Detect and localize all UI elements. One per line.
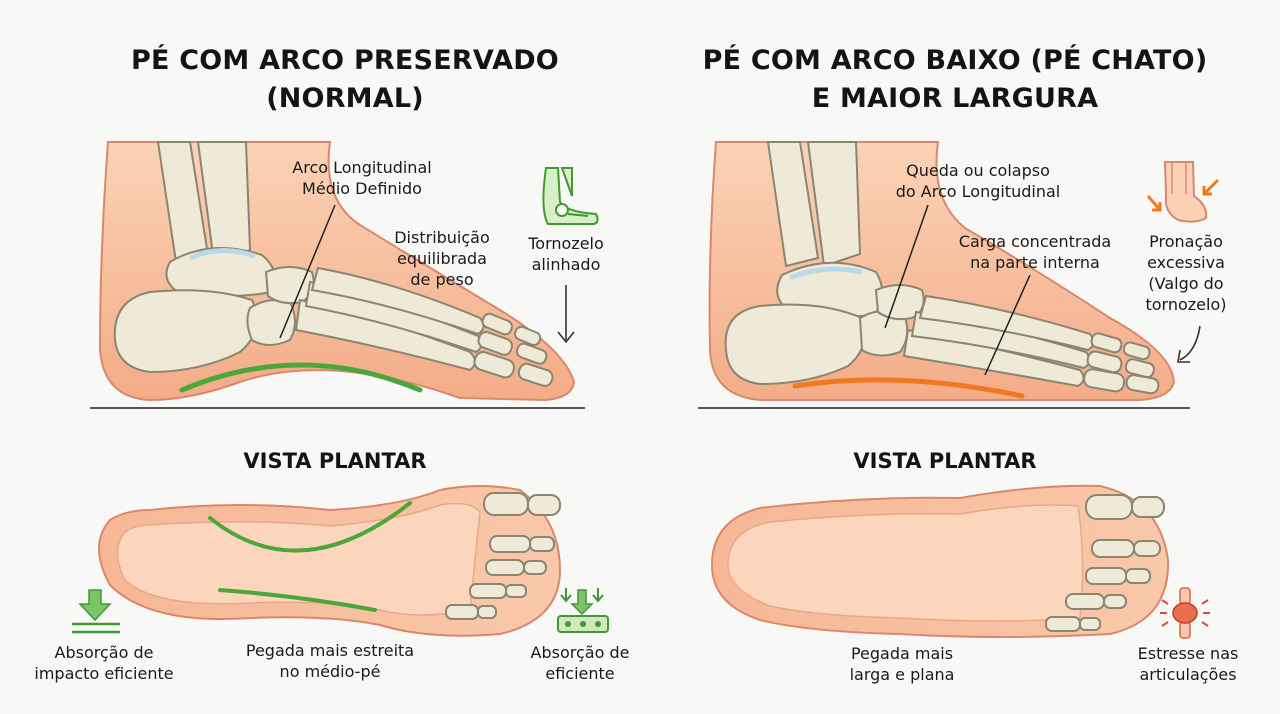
normal-toe-bones: [445, 492, 561, 620]
flat-cartilage: [788, 266, 863, 281]
absorb-line-2: eficiente: [545, 664, 615, 683]
collapse-leader-line: [884, 204, 929, 329]
normal-foot-side-view: [90, 141, 599, 409]
normal-plantar-arch-bottom: [218, 588, 377, 612]
normal-plantar-view: [72, 485, 609, 637]
down-arrow-impact-icon: [72, 589, 120, 634]
impact-line-2: impacto eficiente: [34, 664, 174, 683]
collapse-line-2: do Arco Longitudinal: [895, 182, 1061, 201]
joint-stress-label: Estresse nas articulações: [1118, 643, 1258, 685]
arch-collapse-label: Queda ou colapso do Arco Longitudinal: [868, 160, 1088, 202]
arch-defined-line-1: Arco Longitudinal: [292, 158, 432, 177]
efficient-absorption-label: Absorção de eficiente: [510, 642, 650, 684]
pronation-label: Pronação excessiva (Valgo do tornozelo): [1126, 231, 1246, 315]
stress-line-1: Estresse nas: [1137, 644, 1239, 663]
pronation-line-2: excessiva: [1147, 253, 1225, 272]
impact-line-1: Absorção de: [54, 643, 154, 662]
weight-line-1: Distribuição: [394, 228, 490, 247]
normal-fibula-bone: [196, 141, 252, 264]
normal-title-line-1: PÉ COM ARCO PRESERVADO: [131, 45, 559, 76]
flat-sole-inner: [727, 504, 1084, 622]
arch-defined-line-2: Médio Definido: [302, 179, 422, 198]
normal-navicular-bone: [246, 299, 296, 346]
normal-phalanges: [473, 312, 554, 387]
pronation-curved-arrow: [1177, 325, 1201, 363]
stress-line-2: articulações: [1139, 665, 1237, 684]
normal-title-line-2: (NORMAL): [266, 83, 424, 114]
foot-pronation-orange-icon: [1146, 161, 1220, 223]
normal-metatarsal-3: [310, 266, 485, 336]
normal-foot-title: PÉ COM ARCO PRESERVADO (NORMAL): [40, 42, 650, 118]
cushion-absorption-icon: [557, 588, 609, 633]
absorb-line-1: Absorção de: [530, 643, 630, 662]
flat-toe-bones: [1045, 494, 1165, 632]
weight-distribution-label: Distribuição equilibrada de peso: [372, 227, 512, 290]
normal-cartilage: [188, 247, 256, 261]
pronation-line-4: tornozelo): [1145, 295, 1227, 314]
narrow-line-1: Pegada mais estreita: [245, 641, 415, 660]
normal-talus-bone: [165, 246, 277, 297]
foot-ankle-green-icon: [542, 167, 599, 225]
flat-foot-side-view: [698, 141, 1220, 409]
wide-line-1: Pegada mais: [850, 644, 954, 663]
weight-line-2: equilibrada: [397, 249, 487, 268]
flat-foot-title: PÉ COM ARCO BAIXO (PÉ CHATO) E MAIOR LAR…: [650, 42, 1260, 118]
narrow-line-2: no médio-pé: [279, 662, 381, 681]
pronation-line-1: Pronação: [1149, 232, 1223, 251]
normal-plantar-title: VISTA PLANTAR: [243, 449, 427, 473]
normal-sole-inner: [116, 502, 481, 616]
impact-absorption-label: Absorção de impacto eficiente: [14, 642, 194, 684]
ankle-down-arrow: [557, 285, 575, 344]
ankle-aligned-label: Tornozelo alinhado: [506, 233, 626, 275]
flat-tibia-bone: [766, 141, 820, 268]
wide-line-2: larga e plana: [849, 665, 955, 684]
flat-phalanges: [1083, 332, 1160, 395]
ankle-line-2: alinhado: [531, 255, 601, 274]
inner-load-label: Carga concentrada na parte interna: [930, 231, 1140, 273]
flat-title-line-2: E MAIOR LARGURA: [811, 83, 1099, 114]
arch-defined-label: Arco Longitudinal Médio Definido: [262, 157, 462, 199]
normal-arch-line: [179, 362, 423, 393]
pronation-line-3: (Valgo do: [1148, 274, 1224, 293]
weight-line-3: de peso: [410, 270, 474, 289]
flat-plantar-title: VISTA PLANTAR: [853, 449, 1037, 473]
flat-fibula-bone: [806, 141, 862, 268]
load-leader-line: [984, 274, 1031, 376]
joint-stress-icon: [1160, 587, 1210, 639]
flat-plantar-view: [710, 484, 1210, 639]
narrow-footprint-label: Pegada mais estreita no médio-pé: [210, 640, 450, 682]
normal-plantar-arch-top: [208, 501, 412, 553]
collapse-line-1: Queda ou colapso: [906, 161, 1050, 180]
flat-title-line-1: PÉ COM ARCO BAIXO (PÉ CHATO): [702, 45, 1208, 76]
load-line-1: Carga concentrada: [958, 232, 1112, 251]
flat-arch-line: [792, 377, 1025, 399]
load-line-2: na parte interna: [970, 253, 1100, 272]
wide-footprint-label: Pegada mais larga e plana: [812, 643, 992, 685]
ankle-line-1: Tornozelo: [528, 234, 604, 253]
arch-leader-line: [279, 204, 336, 339]
